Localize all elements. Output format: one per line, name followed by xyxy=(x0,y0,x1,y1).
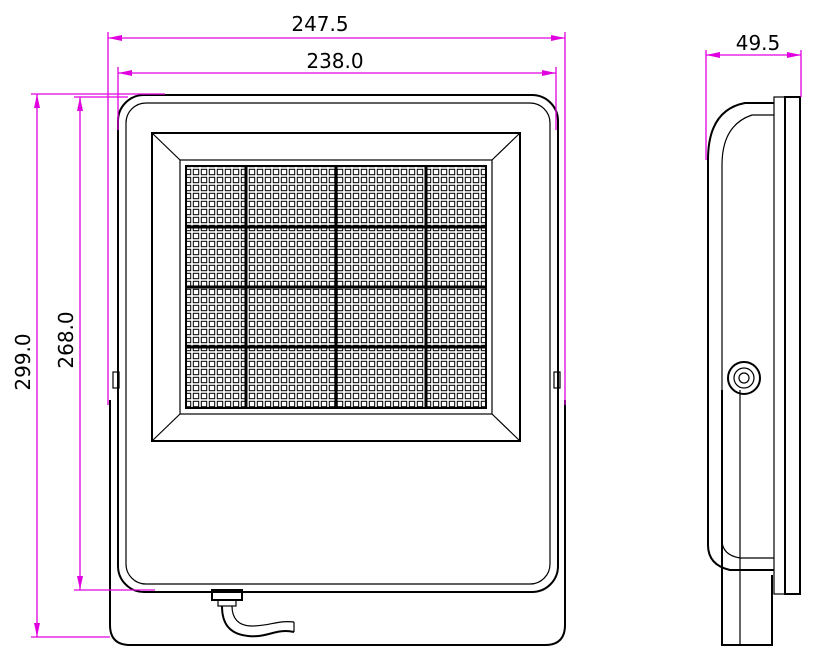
side-view xyxy=(707,96,801,646)
total-height-label: 299.0 xyxy=(11,333,35,390)
bezel-inner xyxy=(179,159,493,415)
housing-outer xyxy=(117,94,559,593)
cable-gland xyxy=(211,589,243,607)
pivot-knob xyxy=(727,361,761,395)
dimension-lines xyxy=(31,32,802,638)
front-view xyxy=(109,94,566,646)
power-cable xyxy=(221,605,295,638)
side-body xyxy=(707,102,774,571)
mounting-bracket xyxy=(109,400,566,646)
frame-width-label: 238.0 xyxy=(306,49,363,73)
bezel-outer xyxy=(151,132,521,442)
led-panel-dividers xyxy=(186,166,486,408)
frame-height-label: 268.0 xyxy=(54,311,78,368)
side-front-plate xyxy=(784,96,801,595)
housing-inner xyxy=(125,102,551,585)
dimension-labels: 247.5 238.0 299.0 268.0 49.5 xyxy=(11,12,780,391)
side-bracket xyxy=(721,390,773,646)
depth-label: 49.5 xyxy=(736,31,781,55)
total-width-label: 247.5 xyxy=(291,12,348,36)
